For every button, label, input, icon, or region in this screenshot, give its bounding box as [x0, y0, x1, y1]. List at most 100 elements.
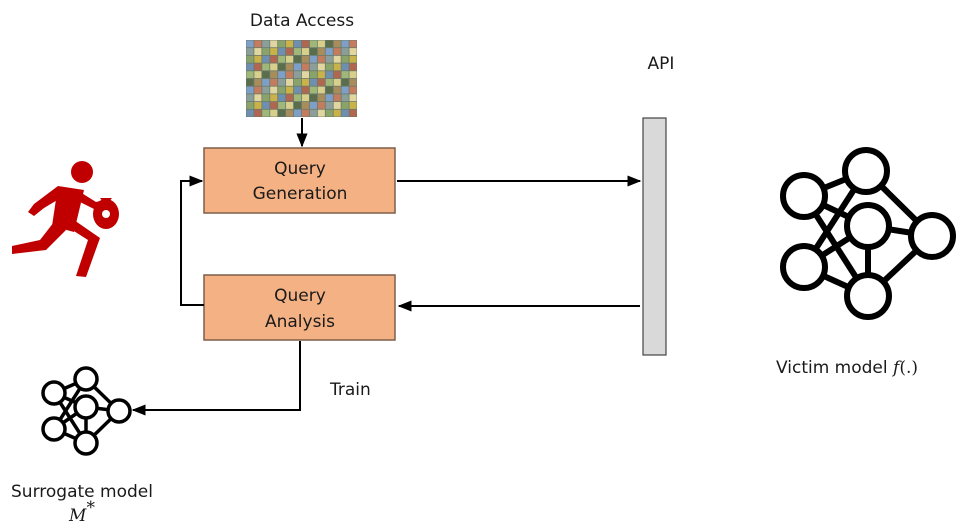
thumbnail-tile: [325, 40, 333, 48]
thumbnail-tile: [246, 48, 254, 55]
thumbnail-tile: [325, 78, 333, 86]
thumbnail-tile: [301, 71, 310, 79]
query-analysis-box: Query Analysis: [203, 274, 396, 341]
thumbnail-tile: [293, 94, 302, 102]
victim-model-label: Victim model f(.): [776, 358, 918, 378]
thumbnail-tile: [254, 78, 262, 86]
thumbnail-tile: [317, 63, 325, 71]
thumbnail-tile: [349, 40, 357, 48]
thumbnail-tile: [278, 109, 286, 117]
thumbnail-tile: [325, 55, 333, 63]
thumbnail-tile: [341, 40, 349, 48]
feedback-loop-arrow: [180, 175, 204, 306]
thumbnail-tile: [254, 102, 262, 109]
thumbnail-tile: [270, 109, 278, 117]
thumbnail-tile: [301, 48, 310, 55]
thumbnail-tile: [309, 63, 317, 71]
thumbnail-tile: [254, 48, 262, 55]
thumbnail-tile: [293, 71, 302, 79]
thumbnail-tile: [349, 109, 357, 117]
thumbnail-tile: [293, 86, 302, 94]
thumbnail-tile: [325, 94, 333, 102]
thumbnail-tile: [278, 94, 286, 102]
thumbnail-tile: [301, 102, 310, 109]
thumbnail-tile: [286, 78, 294, 86]
thumbnail-tile: [270, 55, 278, 63]
thumbnail-tile: [333, 40, 341, 48]
thumbnail-tile: [246, 78, 254, 86]
thumbnail-tile: [270, 102, 278, 109]
thumbnail-tile: [262, 63, 270, 71]
thumbnail-tile: [309, 86, 317, 94]
thumbnail-tile: [309, 94, 317, 102]
thumbnail-tile: [309, 55, 317, 63]
thumbnail-tile: [309, 48, 317, 55]
thumbnail-tile: [278, 63, 286, 71]
thumbnail-tile: [278, 71, 286, 79]
data-access-label: Data Access: [250, 11, 354, 31]
thumbnail-tile: [301, 94, 310, 102]
thumbnail-tile: [317, 55, 325, 63]
thumbnail-tile: [333, 63, 341, 71]
thumbnail-tile: [278, 78, 286, 86]
thumbnail-tile: [309, 71, 317, 79]
thumbnail-tile: [341, 78, 349, 86]
thumbnail-tile: [270, 94, 278, 102]
thumbnail-tile: [270, 40, 278, 48]
thumbnail-tile: [325, 86, 333, 94]
thumbnail-tile: [341, 86, 349, 94]
thumbnail-tile: [341, 109, 349, 117]
thumbnail-tile: [254, 94, 262, 102]
dataset-thumbnail: [246, 40, 357, 117]
thumbnail-tile: [341, 71, 349, 79]
thumbnail-tile: [278, 86, 286, 94]
thumbnail-tile: [254, 71, 262, 79]
thumbnail-tile: [349, 71, 357, 79]
thumbnail-tile: [309, 78, 317, 86]
thumbnail-tile: [286, 86, 294, 94]
thumbnail-tile: [333, 86, 341, 94]
thumbnail-tile: [325, 63, 333, 71]
thumbnail-tile: [333, 102, 341, 109]
thumbnail-tile: [293, 40, 302, 48]
thumbnail-tile: [333, 48, 341, 55]
thumbnail-tile: [286, 102, 294, 109]
thumbnail-tile: [317, 109, 325, 117]
thumbnail-tile: [293, 55, 302, 63]
thumbnail-tile: [262, 48, 270, 55]
thumbnail-tile: [317, 94, 325, 102]
thumbnail-tile: [349, 48, 357, 55]
thumbnail-tile: [254, 109, 262, 117]
thumbnail-tile: [301, 86, 310, 94]
thumbnail-tile: [262, 102, 270, 109]
thumbnail-tile: [325, 102, 333, 109]
thumbnail-tile: [317, 102, 325, 109]
thumbnail-tile: [341, 94, 349, 102]
thumbnail-tile: [293, 78, 302, 86]
surrogate-symbol: M*: [68, 498, 95, 526]
thumbnail-tile: [262, 94, 270, 102]
thumbnail-tile: [293, 48, 302, 55]
thumbnail-tile: [254, 40, 262, 48]
thumbnail-tile: [301, 78, 310, 86]
thumbnail-tile: [341, 55, 349, 63]
thumbnail-tile: [262, 109, 270, 117]
thumbnail-tile: [278, 55, 286, 63]
surrogate-model-label: Surrogate model: [11, 482, 153, 502]
thumbnail-tile: [349, 94, 357, 102]
surrogate-neural-network-icon: [41, 366, 132, 456]
query-analysis-line1: Query: [274, 286, 326, 306]
thumbnail-tile: [278, 40, 286, 48]
running-thief-icon: [12, 161, 119, 277]
thumbnail-tile: [309, 109, 317, 117]
thumbnail-tile: [333, 109, 341, 117]
thumbnail-tile: [293, 63, 302, 71]
thumbnail-tile: [309, 40, 317, 48]
thumbnail-tile: [286, 71, 294, 79]
thumbnail-tile: [270, 78, 278, 86]
thumbnail-tile: [286, 55, 294, 63]
thumbnail-tile: [262, 86, 270, 94]
thumbnail-tile: [325, 71, 333, 79]
bag-highlight: [102, 210, 110, 218]
